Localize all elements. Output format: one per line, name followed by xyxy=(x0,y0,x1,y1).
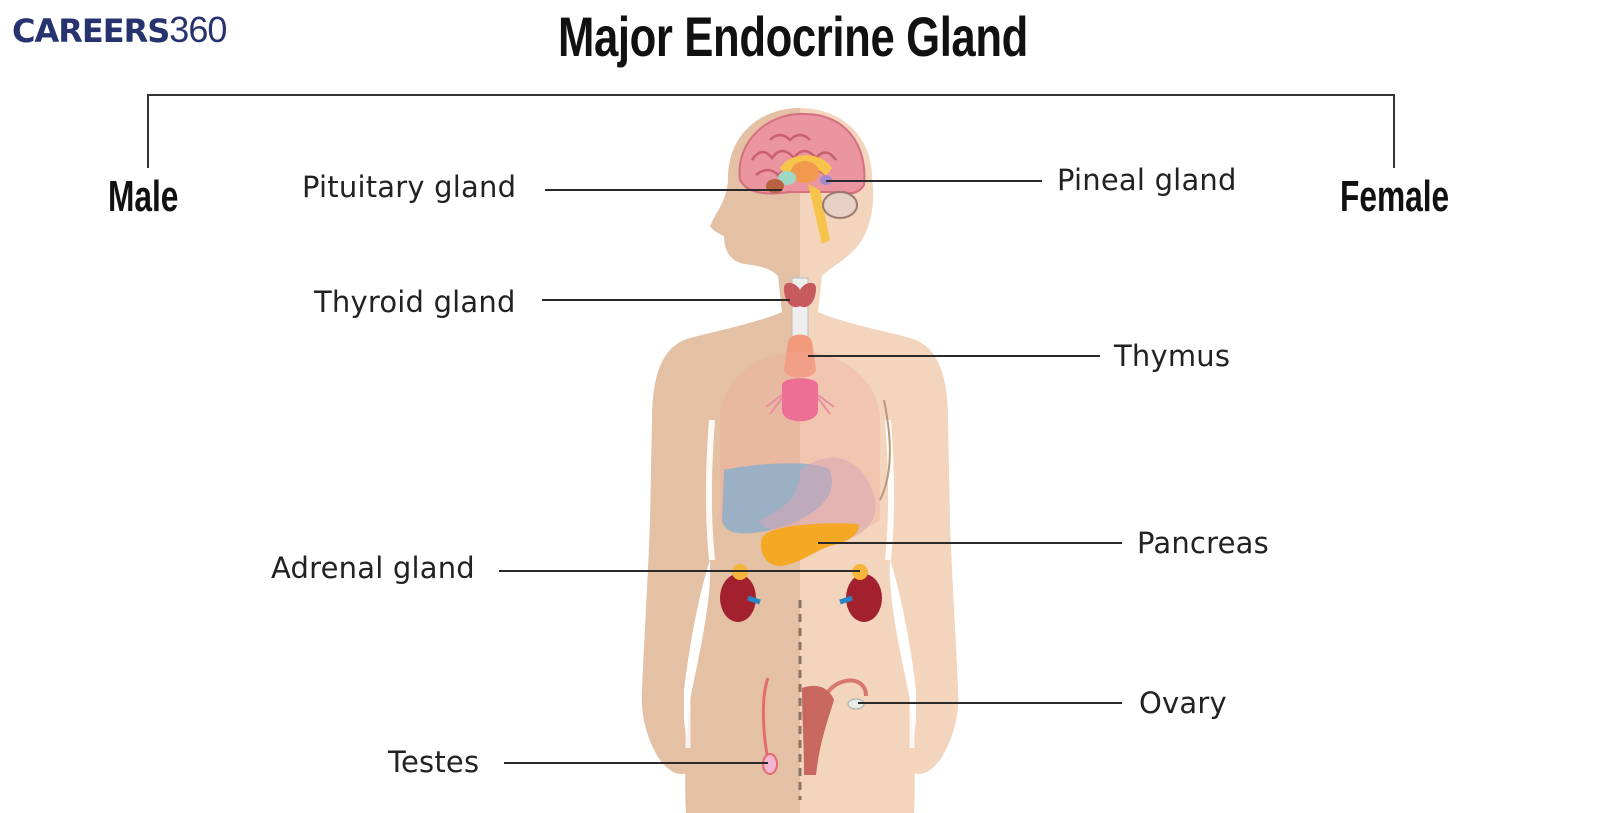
pancreas-label: Pancreas xyxy=(1137,526,1269,560)
leader-lines xyxy=(499,180,1122,764)
adrenal-gland-label: Adrenal gland xyxy=(271,551,475,585)
pineal-gland-label: Pineal gland xyxy=(1057,163,1237,197)
male-female-bracket xyxy=(147,94,1395,168)
thymus-organ xyxy=(784,334,816,378)
uterus-ovary-organ xyxy=(802,678,868,775)
logo-brand-text: CAREERS xyxy=(12,12,170,50)
thyroid-organ xyxy=(784,277,816,339)
testes-label: Testes xyxy=(388,745,480,779)
kidneys-organ xyxy=(720,564,882,622)
stomach-organ xyxy=(760,457,876,541)
male-heading: Male xyxy=(108,172,179,221)
pancreas-organ xyxy=(760,523,859,566)
thymus-label: Thymus xyxy=(1114,339,1231,373)
brain-organ xyxy=(738,112,866,244)
thyroid-gland-label: Thyroid gland xyxy=(314,285,516,319)
ovary-label: Ovary xyxy=(1139,686,1227,720)
heart-organ xyxy=(782,378,818,422)
female-heading: Female xyxy=(1340,172,1450,221)
logo-number-text: 360 xyxy=(169,9,227,50)
body-figure xyxy=(641,108,959,813)
pituitary-gland-label: Pituitary gland xyxy=(302,170,517,204)
careers360-logo: CAREERS360 xyxy=(12,9,227,51)
